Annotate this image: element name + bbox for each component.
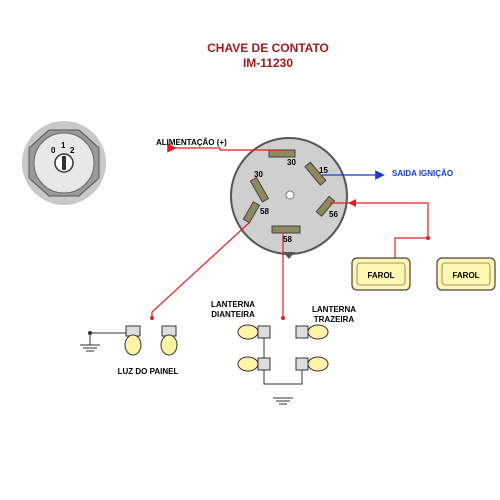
terminal-30-top — [268, 149, 296, 158]
farol-left-label: FAROL — [367, 271, 394, 280]
key-position-0: 0 — [51, 146, 56, 155]
farol-left: FAROL — [351, 257, 411, 291]
farol-right-label: FAROL — [452, 271, 479, 280]
switch-body: 30 30 15 58 56 58 — [230, 137, 348, 259]
terminal-label-30-top: 30 — [287, 158, 296, 167]
lanterna-dianteira-label-1: LANTERNA — [211, 300, 255, 309]
diagram-title: CHAVE DE CONTATO — [207, 41, 329, 55]
terminal-58-bottom — [271, 225, 301, 234]
key-position-1: 1 — [61, 141, 66, 150]
key-front-view: 0 1 2 — [22, 121, 106, 205]
luz-painel-label: LUZ DO PAINEL — [118, 367, 179, 376]
terminal-58-left — [242, 201, 261, 224]
key-position-2: 2 — [70, 146, 75, 155]
lanterna-dianteira-label-2: DIANTEIRA — [211, 310, 255, 319]
farol-right: FAROL — [436, 257, 496, 291]
alimentacao-label: ALIMENTAÇÃO (+) — [156, 138, 227, 147]
luz-painel-bulbs — [80, 325, 178, 356]
terminal-label-58-left: 58 — [260, 207, 269, 216]
ignicao-label: SAIDA IGNIÇÃO — [392, 169, 453, 178]
terminal-label-56: 56 — [329, 210, 338, 219]
lanterna-bulbs — [237, 324, 329, 405]
terminal-label-30-left: 30 — [254, 170, 263, 179]
terminal-15 — [304, 161, 327, 186]
terminal-30-left — [249, 176, 270, 203]
diagram-subtitle: IM-11230 — [243, 56, 293, 70]
terminal-56 — [315, 195, 336, 217]
lanterna-traseira-label-1: LANTERNA — [312, 305, 356, 314]
terminal-label-58-bottom: 58 — [283, 235, 292, 244]
alimentacao-wire — [167, 143, 282, 153]
terminal-label-15: 15 — [319, 166, 328, 175]
lanterna-traseira-label-2: TRAZEIRA — [314, 315, 355, 324]
